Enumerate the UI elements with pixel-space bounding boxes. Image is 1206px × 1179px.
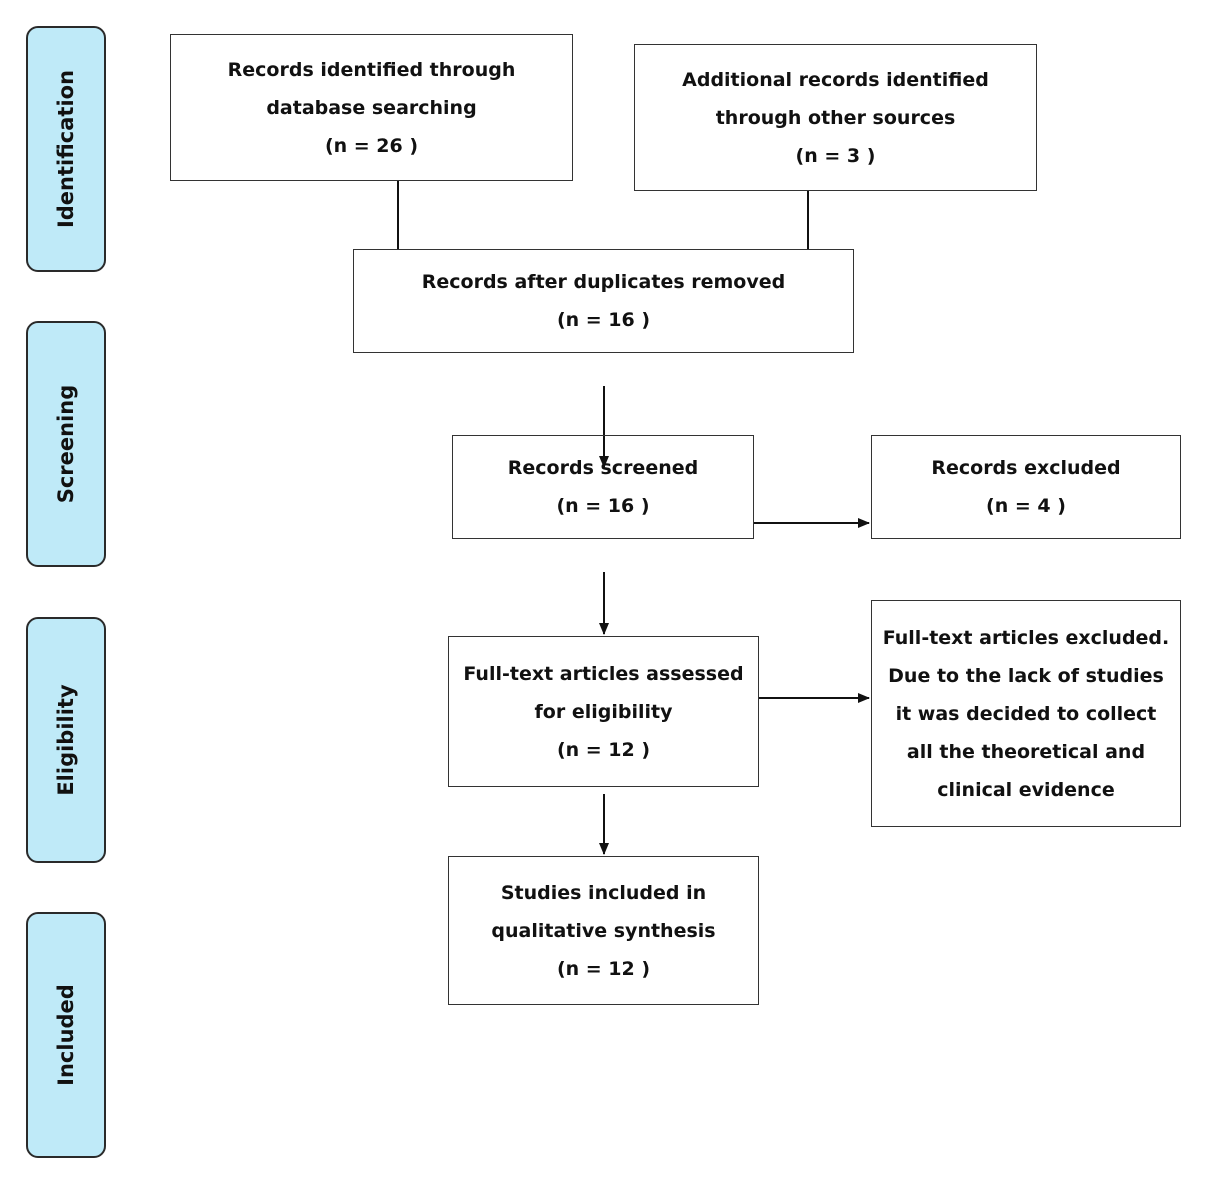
box-fulltext-excluded-line2: Due to the lack of studies bbox=[888, 664, 1164, 687]
box-fulltext-excluded: Full-text articles excluded. Due to the … bbox=[871, 600, 1181, 827]
box-database-line1: Records identified through bbox=[227, 58, 516, 81]
box-records-screened: Records screened (n = 16 ) bbox=[452, 435, 754, 539]
box-included-line2: qualitative synthesis bbox=[491, 919, 716, 942]
box-included-count: (n = 12 ) bbox=[556, 957, 651, 980]
box-other-records: Additional records identified through ot… bbox=[634, 44, 1037, 191]
box-fulltext-excluded-line5: clinical evidence bbox=[937, 778, 1115, 801]
box-records-excluded: Records excluded (n = 4 ) bbox=[871, 435, 1181, 539]
box-fulltext-assessed: Full-text articles assessed for eligibil… bbox=[448, 636, 759, 787]
stage-identification: Identification bbox=[26, 26, 106, 272]
box-studies-included: Studies included in qualitative synthesi… bbox=[448, 856, 759, 1005]
stage-eligibility: Eligibility bbox=[26, 617, 106, 863]
box-fulltext-excluded-line3: it was decided to collect bbox=[895, 702, 1157, 725]
box-duplicates-line1: Records after duplicates removed bbox=[421, 271, 786, 293]
stage-label-identification: Identification bbox=[54, 69, 78, 229]
box-other-line1: Additional records identified bbox=[682, 68, 989, 91]
box-fulltext-line1: Full-text articles assessed bbox=[463, 662, 744, 685]
box-excluded-line1: Records excluded bbox=[931, 457, 1121, 479]
stage-included: Included bbox=[26, 912, 106, 1158]
box-fulltext-line2: for eligibility bbox=[534, 700, 673, 723]
box-screened-count: (n = 16 ) bbox=[556, 495, 650, 517]
box-other-count: (n = 3 ) bbox=[795, 144, 876, 167]
box-included-line1: Studies included in bbox=[500, 881, 707, 904]
box-fulltext-count: (n = 12 ) bbox=[556, 738, 651, 761]
box-duplicates-count: (n = 16 ) bbox=[556, 309, 651, 331]
box-database-line2: database searching bbox=[266, 96, 477, 119]
box-other-line2: through other sources bbox=[715, 106, 956, 129]
box-excluded-count: (n = 4 ) bbox=[986, 495, 1066, 517]
box-duplicates-removed: Records after duplicates removed (n = 16… bbox=[353, 249, 854, 353]
stage-label-screening: Screening bbox=[54, 384, 78, 504]
stage-label-included: Included bbox=[54, 984, 78, 1086]
box-fulltext-excluded-line1: Full-text articles excluded. bbox=[882, 626, 1170, 649]
box-screened-line1: Records screened bbox=[507, 457, 699, 479]
stage-label-eligibility: Eligibility bbox=[54, 684, 78, 796]
box-fulltext-excluded-line4: all the theoretical and bbox=[906, 740, 1146, 763]
stage-screening: Screening bbox=[26, 321, 106, 567]
box-database-count: (n = 26 ) bbox=[324, 134, 419, 157]
box-database-records: Records identified through database sear… bbox=[170, 34, 573, 181]
